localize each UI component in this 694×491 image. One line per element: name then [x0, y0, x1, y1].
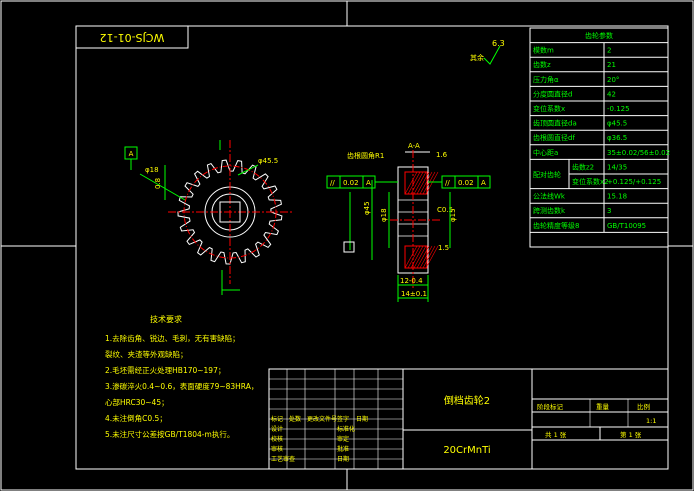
- title-row-label: 更改文件号: [307, 415, 337, 423]
- dim-left-2: φ18: [380, 208, 388, 222]
- tech-req-title: 技术要求: [150, 314, 182, 324]
- title-role-right: 标准化: [337, 425, 355, 433]
- material: 20CrMnTi: [443, 445, 490, 456]
- param-table-title: 齿轮参数: [585, 31, 613, 40]
- param-label: 齿根圆直径df: [533, 133, 575, 142]
- drawing-number: WCJS-01-12: [100, 31, 165, 44]
- bore-square: [219, 201, 241, 223]
- stage-label: 阶段标记: [537, 402, 564, 411]
- hatch-upper: [404, 171, 428, 195]
- param-value: 20°: [607, 76, 619, 84]
- drawing-number-box: [75, 25, 189, 49]
- title-row-label: 日期: [356, 415, 368, 423]
- param-label: 齿数z: [533, 60, 551, 69]
- param-table-frame: [529, 27, 669, 248]
- param-label: 中心距a: [533, 148, 558, 157]
- tech-requirements: 技术要求 1.去除齿角、锐边、毛刺，无有害缺陷； 裂纹、夹渣等外观缺陷； 2.毛坯…: [105, 314, 258, 439]
- param-label: 压力角α: [533, 75, 559, 84]
- param-value: 14/35: [607, 163, 627, 171]
- tech-req-line: 心部HRC30~45；: [105, 397, 169, 407]
- param-label: 配对齿轮: [533, 170, 561, 179]
- title-row-label: 处数: [289, 415, 301, 423]
- param-label: 变位系数x: [533, 104, 565, 113]
- tech-req-line: 1.去除齿角、锐边、毛刺，无有害缺陷；: [105, 333, 240, 343]
- param-label: 齿轮精度等级8: [533, 221, 579, 230]
- title-role-right: 日期: [337, 455, 349, 463]
- param-value: 42: [607, 90, 616, 98]
- title-block: 标记处数更改文件号签字日期设计校核审核工艺审查标准化审定批准日期倒档齿轮220C…: [268, 368, 669, 470]
- tech-req-line: 5.未注尺寸公差按GB/T1804-m执行。: [105, 429, 234, 439]
- tech-req-line: 4.未注倒角C0.5；: [105, 413, 167, 423]
- param-label: 公法线Wk: [533, 192, 566, 201]
- param-label: 跨测齿数k: [533, 206, 566, 215]
- param-label: 齿顶圆直径da: [533, 119, 577, 128]
- param-value: +0.125/+0.125: [607, 178, 661, 186]
- section-title: A-A: [408, 142, 420, 150]
- hatch-lower: [404, 245, 428, 269]
- svg-text://: //: [445, 179, 450, 187]
- svg-text:6.3: 6.3: [492, 39, 505, 48]
- tech-req-line: 3.渗碳淬火0.4~0.6，表面硬度79~83HRA，: [105, 381, 258, 391]
- param-value: 15.18: [607, 193, 627, 201]
- tech-req-line: 裂纹、夹渣等外观缺陷；: [105, 349, 188, 359]
- sheet-no: 第 1 张: [620, 430, 642, 439]
- param-sublabel: 齿数z2: [572, 162, 594, 171]
- scale-label: 比例: [637, 402, 650, 411]
- param-value: φ36.5: [607, 134, 627, 142]
- title-row-label: 标记: [271, 415, 283, 423]
- param-value: 3: [607, 207, 611, 215]
- title-role: 设计: [271, 425, 283, 433]
- dim-right-1: C0.5: [437, 206, 453, 214]
- svg-text:0.02: 0.02: [343, 179, 359, 187]
- param-value: -0.125: [607, 105, 630, 113]
- bore-dim: φ18: [145, 166, 159, 174]
- datum-label: A: [129, 150, 134, 158]
- title-role-right: 批准: [337, 445, 349, 453]
- param-label: 分度圆直径d: [533, 89, 572, 98]
- title-role-right: 审定: [337, 435, 349, 443]
- chamfer-dim: 1.6: [436, 151, 448, 159]
- datum-box-section: [343, 241, 355, 253]
- param-value: 21: [607, 61, 616, 69]
- param-value: φ45.5: [607, 120, 627, 128]
- title-role: 工艺审查: [271, 455, 295, 463]
- title-role: 审核: [271, 445, 283, 453]
- title-role: 校核: [271, 435, 283, 443]
- scale-value: 1:1: [646, 417, 656, 425]
- width-dim-1: 12-0.4: [400, 277, 423, 285]
- svg-text://: //: [330, 179, 335, 187]
- part-name: 倒档齿轮2: [444, 394, 490, 407]
- svg-text:0.02: 0.02: [458, 179, 474, 187]
- tech-req-line: 2.毛坯需经正火处理HB170~197；: [105, 365, 225, 375]
- param-value: 2: [607, 47, 611, 55]
- param-value: 35±0.02/56±0.02: [607, 149, 670, 157]
- param-label: 模数m: [533, 46, 554, 55]
- runout-dim: 0.8: [154, 178, 162, 189]
- param-sublabel: 变位系数x2: [572, 177, 609, 186]
- dim-right-2: φ15: [449, 208, 457, 222]
- weight-label: 重量: [596, 403, 610, 411]
- svg-text:A: A: [481, 179, 486, 187]
- width-dim-2: 14±0.1: [401, 290, 427, 298]
- dim-left-1: φ45: [363, 201, 371, 215]
- svg-text:其余: 其余: [470, 53, 484, 62]
- tip-dia-dim: φ45.5: [258, 157, 278, 165]
- param-value: GB/T10095: [607, 222, 646, 230]
- svg-text:A: A: [366, 179, 371, 187]
- surface-roughness: 6.3 其余: [470, 39, 505, 65]
- title-row-label: 签字: [337, 415, 349, 423]
- sheets-total: 共 1 张: [545, 430, 567, 439]
- dim-right-3: 1.5: [438, 244, 449, 252]
- section-label-top: 齿根圆角R1: [347, 151, 384, 160]
